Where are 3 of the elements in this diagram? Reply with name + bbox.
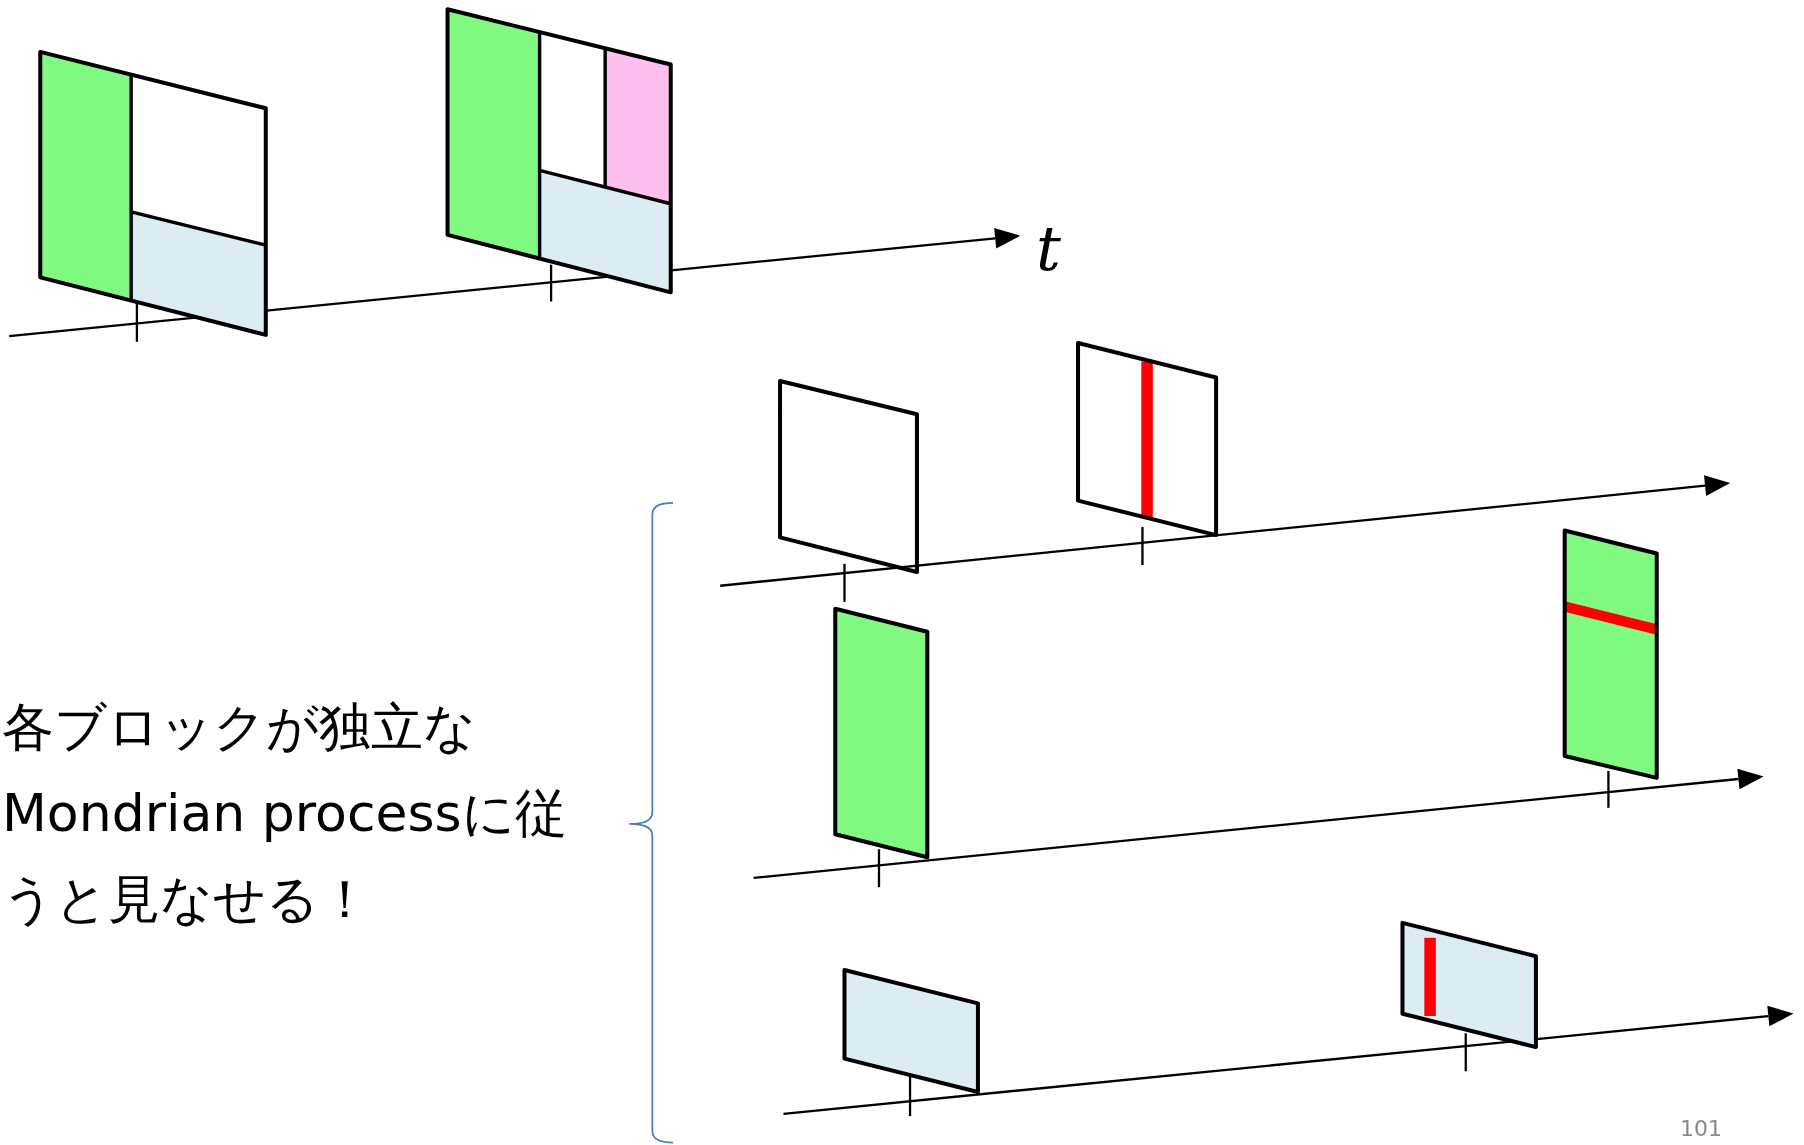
page-number: 101 xyxy=(1680,1118,1722,1140)
note-text: 各ブロックが独立なMondrian processに従うと見なせる！ xyxy=(2,696,568,931)
axis-label: t xyxy=(1036,218,1061,280)
